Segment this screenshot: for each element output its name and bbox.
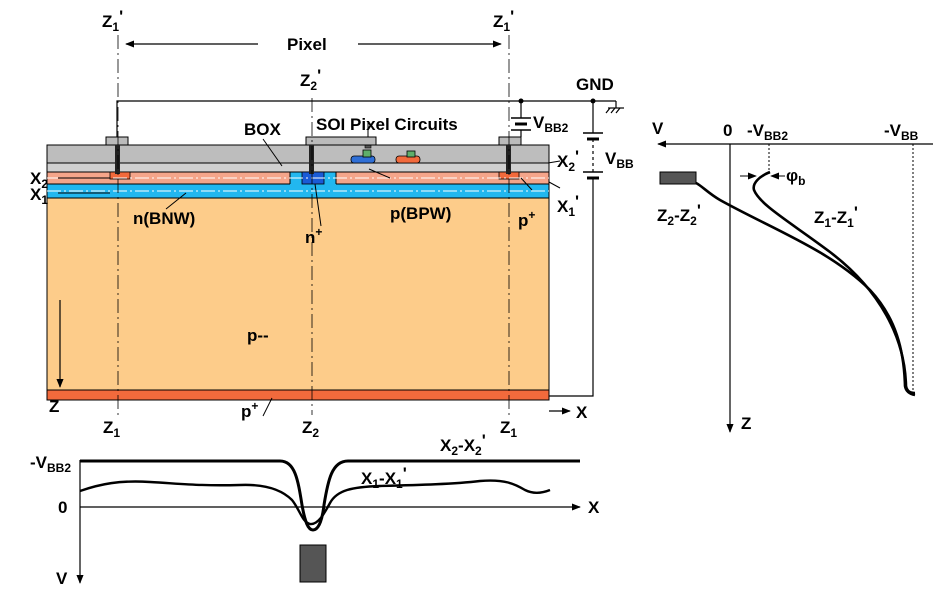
wire-node-gnd (590, 98, 596, 104)
contact-pad-right (498, 136, 522, 146)
battery-vbb (583, 132, 603, 180)
n-plus-well-block (299, 544, 327, 583)
substrate-p-minus (46, 196, 550, 391)
label-x2-prime: X2' (557, 147, 579, 174)
label-n-bnw: n(BNW) (133, 209, 195, 228)
bottom-ytick-zero: 0 (58, 498, 67, 517)
contact-plug-left (115, 145, 120, 174)
p-plus-bottom-layer (46, 389, 550, 401)
label-p-bpw: p(BPW) (390, 204, 451, 223)
right-label-phi-b: φb (786, 166, 806, 188)
label-x-axis-top: X (576, 403, 588, 422)
n-plus-surface-block (659, 171, 697, 185)
contact-pad-center (305, 136, 377, 146)
label-gnd: GND (576, 75, 614, 94)
cross-section (46, 35, 624, 417)
label-z1-prime-left: Z1' (102, 7, 123, 34)
wire-node-vbb2 (518, 98, 524, 104)
label-x1-prime: X1' (557, 192, 579, 219)
bottom-label-x-axis: X (588, 498, 600, 517)
bottom-ytick-vbb2: -VBB2 (30, 453, 71, 475)
label-p-minus-minus: p-- (247, 326, 269, 345)
bottom-label-x1-x1prime: X1-X1' (361, 464, 407, 491)
label-box: BOX (244, 120, 282, 139)
label-z1-bottom-right: Z1 (500, 418, 517, 440)
leader-lines (58, 138, 561, 417)
label-vbb2: VBB2 (533, 113, 569, 135)
curve-z2-z2prime (695, 181, 916, 397)
label-vbb: VBB (605, 149, 634, 171)
label-z2-prime: Z2' (300, 66, 321, 93)
bias-wiring (116, 100, 617, 397)
right-label-z2-z2prime: Z2-Z2' (657, 201, 701, 228)
right-label-z1-z1prime: Z1-Z1' (814, 203, 858, 230)
top-layer (46, 144, 550, 164)
right-tick-vbb: -VBB (884, 121, 919, 143)
right-tick-vbb2: -VBB2 (747, 121, 788, 143)
contact-plug-center (309, 145, 314, 174)
curve-x1-x1prime (79, 479, 551, 526)
contact-plug-right (506, 145, 511, 174)
label-p-plus-right: p+ (518, 208, 535, 230)
label-z2-bottom: Z2 (302, 418, 319, 440)
right-potential-plot (657, 140, 933, 433)
curve-z1-z1prime (752, 170, 916, 395)
label-x1: X1 (30, 185, 48, 207)
label-x2: X2 (30, 169, 48, 191)
ground-symbol (605, 107, 624, 114)
label-z1-prime-right: Z1' (493, 7, 514, 34)
contact-pad-left (105, 136, 129, 146)
box-layer (46, 162, 550, 173)
bottom-label-v-axis: V (56, 569, 68, 588)
right-label-z-axis: Z (741, 414, 751, 433)
label-n-plus: n+ (305, 225, 322, 247)
right-tick-zero: 0 (723, 121, 732, 140)
battery-vbb2 (511, 117, 531, 131)
bottom-potential-plot (76, 459, 581, 584)
label-z-axis-left: Z (49, 397, 59, 416)
label-p-plus-bottom: p+ (241, 399, 258, 421)
label-z1-bottom-left: Z1 (103, 418, 120, 440)
right-label-v-axis: V (652, 119, 664, 138)
label-pixel: Pixel (287, 35, 327, 54)
bottom-label-x2-x2prime: X2-X2' (440, 431, 486, 458)
curve-x2-x2prime (80, 459, 580, 532)
label-soi-pixel-circuits: SOI Pixel Circuits (316, 115, 458, 134)
